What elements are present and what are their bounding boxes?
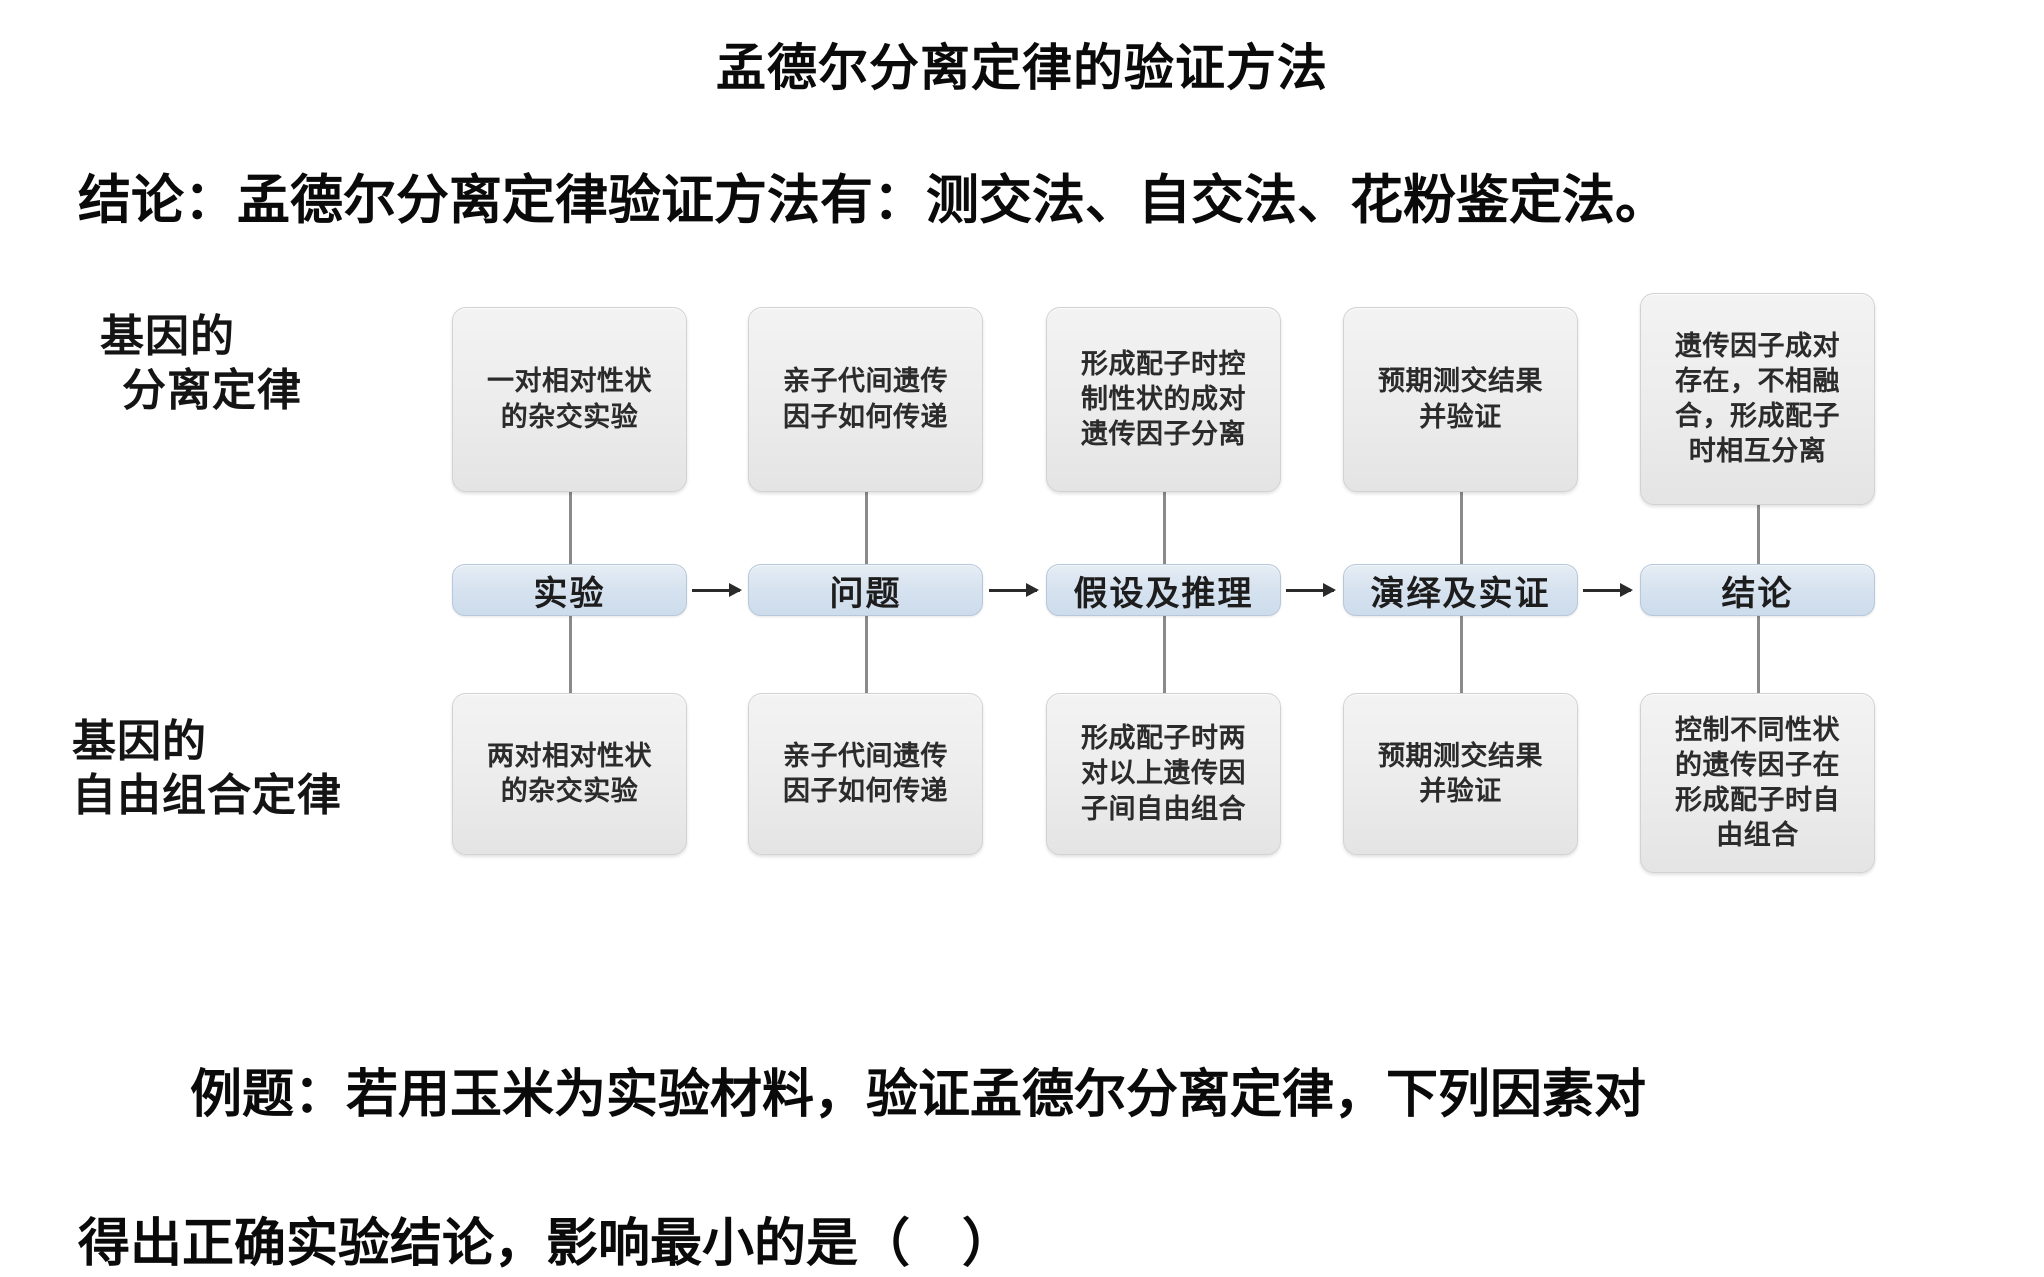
arrow-4: [1583, 583, 1633, 597]
bottom-card-4-text: 预期测交结果 并验证: [1378, 739, 1543, 809]
top-card-3-text: 形成配子时控 制性状的成对 遗传因子分离: [1081, 347, 1246, 452]
conclusion-text: 结论：孟德尔分离定律验证方法有：测交法、自交法、花粉鉴定法。: [78, 170, 1668, 231]
connector-top-3: [1163, 492, 1166, 564]
top-card-1-text: 一对相对性状 的杂交实验: [487, 364, 652, 434]
question-line-2: 得出正确实验结论，影响最小的是（ ）: [78, 1214, 1015, 1274]
bottom-card-1-text: 两对相对性状 的杂交实验: [487, 739, 652, 809]
bottom-card-5: 控制不同性状 的遗传因子在 形成配子时自 由组合: [1640, 693, 1875, 873]
bottom-card-2-text: 亲子代间遗传 因子如何传递: [783, 739, 948, 809]
bottom-card-3-text: 形成配子时两 对以上遗传因 子间自由组合: [1081, 721, 1246, 826]
stage-box-deduction[interactable]: 演绎及实证: [1343, 564, 1578, 616]
connector-bottom-1: [569, 615, 572, 693]
bottom-card-2: 亲子代间遗传 因子如何传递: [748, 693, 983, 855]
card-line: 形成配子时自: [1675, 785, 1840, 816]
card-line: 形成配子时控: [1081, 348, 1246, 380]
bottom-card-4: 预期测交结果 并验证: [1343, 693, 1578, 855]
top-card-1: 一对相对性状 的杂交实验: [452, 307, 687, 492]
connector-top-4: [1460, 492, 1463, 564]
arrow-1: [692, 583, 742, 597]
card-line: 预期测交结果: [1378, 740, 1543, 772]
row-label-line-1: 基因的: [100, 311, 235, 362]
card-line: 控制不同性状: [1675, 714, 1840, 746]
stage-box-question[interactable]: 问题: [748, 564, 983, 616]
card-line: 一对相对性状: [487, 366, 652, 398]
card-line: 由组合: [1716, 820, 1799, 852]
card-line: 形成配子时两: [1081, 723, 1246, 755]
stage-label: 假设及推理: [1073, 573, 1254, 614]
card-line: 存在，不相融: [1675, 365, 1840, 397]
row-label-line-2: 分离定律: [122, 364, 302, 416]
page-title: 孟德尔分离定律的验证方法: [716, 39, 1328, 97]
card-line: 因子如何传递: [783, 776, 948, 807]
card-line: 制性状的成对: [1081, 383, 1246, 415]
card-line: 遗传因子成对: [1675, 330, 1840, 362]
card-line: 预期测交结果: [1378, 366, 1543, 398]
connector-bottom-2: [865, 615, 868, 693]
card-line: 对以上遗传因: [1081, 758, 1246, 790]
card-line: 的杂交实验: [500, 776, 639, 807]
card-line: 两对相对性状: [487, 740, 652, 772]
stage-box-conclusion[interactable]: 结论: [1640, 564, 1875, 616]
arrow-3: [1286, 583, 1336, 597]
example-question: 例题：若用玉米为实验材料，验证孟德尔分离定律，下列因素对 得出正确实验结论，影响…: [0, 1052, 2044, 1276]
connector-bottom-4: [1460, 615, 1463, 693]
arrow-2: [989, 583, 1039, 597]
top-card-3: 形成配子时控 制性状的成对 遗传因子分离: [1046, 307, 1281, 492]
card-line: 的杂交实验: [500, 401, 639, 433]
bottom-card-1: 两对相对性状 的杂交实验: [452, 693, 687, 855]
top-card-4-text: 预期测交结果 并验证: [1378, 364, 1543, 434]
card-line: 因子如何传递: [783, 401, 948, 433]
stage-box-experiment[interactable]: 实验: [452, 564, 687, 616]
bottom-card-5-text: 控制不同性状 的遗传因子在 形成配子时自 由组合: [1675, 713, 1840, 853]
top-card-2-text: 亲子代间遗传 因子如何传递: [783, 364, 948, 434]
row-label-free-combination-law: 基因的 自由组合定律: [72, 715, 342, 822]
card-line: 亲子代间遗传: [783, 366, 948, 398]
connector-top-2: [865, 492, 868, 564]
card-line: 的遗传因子在: [1675, 749, 1840, 781]
question-line-1: 例题：若用玉米为实验材料，验证孟德尔分离定律，下列因素对: [190, 1065, 1647, 1125]
card-line: 遗传因子分离: [1081, 419, 1246, 451]
bottom-card-3: 形成配子时两 对以上遗传因 子间自由组合: [1046, 693, 1281, 855]
card-line: 时相互分离: [1688, 436, 1827, 468]
row-label-segregation-law: 基因的 分离定律: [100, 310, 302, 417]
connector-bottom-5: [1757, 615, 1760, 693]
stage-label: 实验: [533, 573, 606, 614]
stage-label: 演绎及实证: [1370, 573, 1551, 614]
card-line: 合，形成配子: [1675, 401, 1840, 432]
row-label-line-1: 基因的: [72, 716, 207, 767]
stage-label: 问题: [829, 573, 902, 614]
card-line: 子间自由组合: [1081, 793, 1246, 825]
stage-box-hypothesis[interactable]: 假设及推理: [1046, 564, 1281, 616]
connector-top-1: [569, 492, 572, 564]
card-line: 并验证: [1419, 401, 1502, 433]
top-card-2: 亲子代间遗传 因子如何传递: [748, 307, 983, 492]
connector-bottom-3: [1163, 615, 1166, 693]
card-line: 亲子代间遗传: [783, 740, 948, 772]
stage-label: 结论: [1721, 573, 1794, 614]
row-label-line-2: 自由组合定律: [72, 769, 342, 821]
top-card-4: 预期测交结果 并验证: [1343, 307, 1578, 492]
top-card-5-text: 遗传因子成对 存在，不相融 合，形成配子 时相互分离: [1675, 329, 1840, 469]
connector-top-5: [1757, 505, 1760, 564]
top-card-5: 遗传因子成对 存在，不相融 合，形成配子 时相互分离: [1640, 293, 1875, 505]
card-line: 并验证: [1419, 776, 1502, 807]
